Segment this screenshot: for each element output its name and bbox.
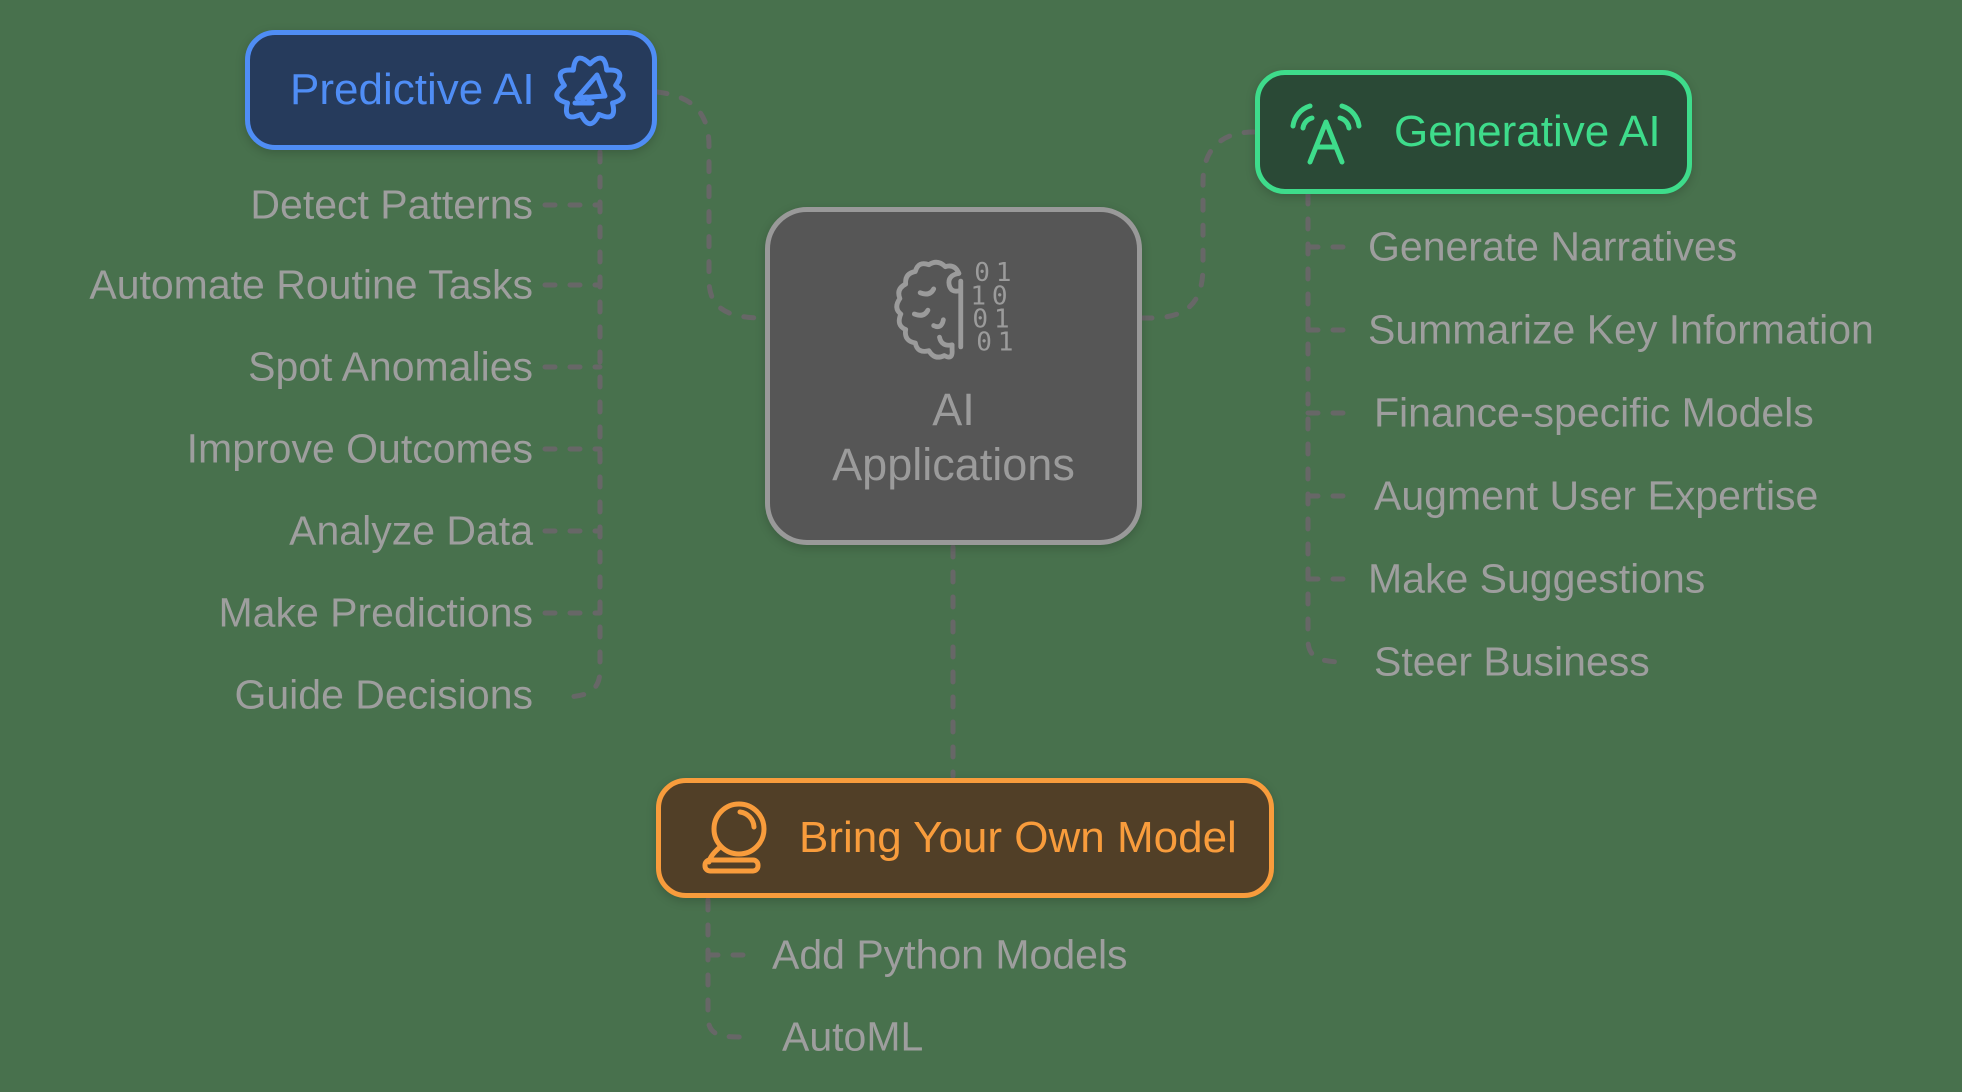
connector-predictive-to-center [654,89,766,321]
generative-item-augment-expertise[interactable]: Augment User Expertise [1374,472,1819,519]
generative-item-summarize-info[interactable]: Summarize Key Information [1368,306,1874,353]
predictive-item-guide-decisions[interactable]: Guide Decisions [234,671,533,718]
gear-megaphone-icon [554,55,626,127]
brain-binary-icon: 01 10 01 01 [893,258,1017,360]
signal-a-icon [1290,103,1362,165]
generative-ai-badge[interactable]: Generative AI [1255,70,1692,194]
byom-item-add-python-models[interactable]: Add Python Models [772,931,1128,978]
predictive-item-automate-tasks[interactable]: Automate Routine Tasks [89,261,533,308]
predictive-item-analyze-data[interactable]: Analyze Data [289,507,533,554]
connector-center-to-generative [1139,129,1257,321]
byom-badge[interactable]: Bring Your Own Model [656,778,1274,898]
webcam-icon [702,801,767,874]
generative-ai-label: Generative AI [1394,107,1661,156]
generative-item-make-suggestions[interactable]: Make Suggestions [1368,555,1706,602]
predictive-item-improve-outcomes[interactable]: Improve Outcomes [186,425,533,472]
predictive-item-stubs [542,202,603,616]
predictive-item-detect-patterns[interactable]: Detect Patterns [250,181,533,228]
generative-item-finance-models[interactable]: Finance-specific Models [1374,389,1814,436]
byom-label: Bring Your Own Model [799,813,1237,862]
generative-item-stubs [1305,244,1355,582]
predictive-ai-badge[interactable]: Predictive AI [245,30,657,150]
center-node-title: AI Applications [832,382,1075,492]
predictive-ai-label: Predictive AI [290,65,535,114]
center-title-line2: Applications [832,439,1075,490]
generative-item-steer-business[interactable]: Steer Business [1374,638,1650,685]
center-node-ai-applications[interactable]: 01 10 01 01 AI Applications [765,207,1142,545]
binary-digits: 01 10 01 01 [970,258,1017,358]
predictive-item-spot-anomalies[interactable]: Spot Anomalies [248,343,533,390]
byom-item-automl[interactable]: AutoML [782,1013,924,1060]
center-title-line1: AI [932,384,975,435]
byom-spine [705,897,743,1040]
generative-item-generate-narratives[interactable]: Generate Narratives [1368,223,1738,270]
generative-spine [1305,191,1348,665]
predictive-item-make-predictions[interactable]: Make Predictions [218,589,533,636]
